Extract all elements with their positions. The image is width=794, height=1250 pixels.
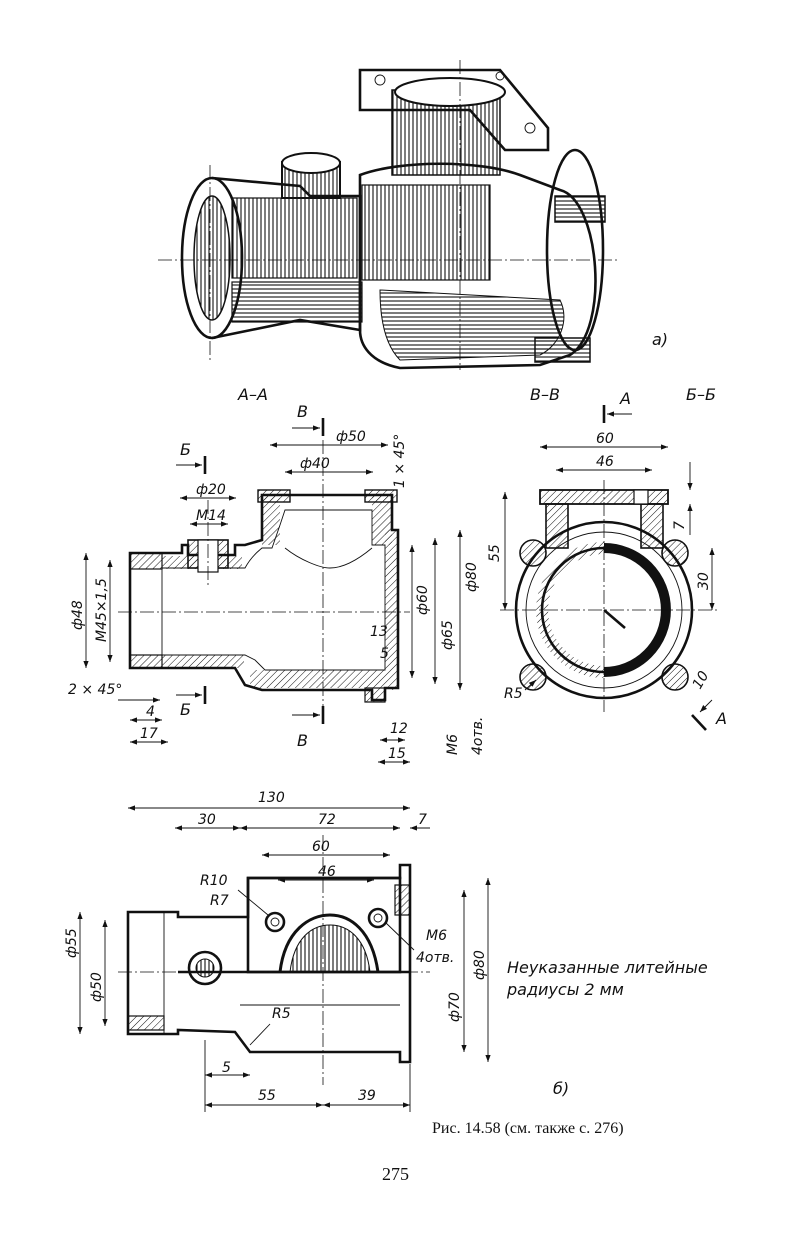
dim-12: 12 (390, 721, 408, 737)
dim-13: 13 (370, 624, 388, 640)
dim-plan-d55: ф55 (64, 928, 80, 958)
dim-plan-55: 55 (258, 1088, 276, 1104)
dim-m6: М6 (445, 734, 461, 755)
dim-chamfer-1x45: 1 × 45° (392, 434, 408, 488)
dim-d40: ф40 (300, 456, 330, 472)
dim-plan-d70: ф70 (447, 992, 463, 1022)
dim-m14: М14 (196, 508, 226, 524)
dim-bb-7: 7 (672, 521, 688, 530)
section-bb-label: Б–Б (686, 385, 716, 404)
dim-plan-d50: ф50 (89, 972, 105, 1002)
marker-b-bottom: Б (180, 700, 191, 719)
dim-5: 5 (380, 646, 389, 662)
dim-d20: ф20 (196, 482, 226, 498)
figure-caption: Рис. 14.58 (см. также с. 276) (432, 1120, 624, 1137)
dim-4: 4 (146, 704, 155, 720)
dim-plan-r7: R7 (210, 893, 229, 909)
dim-d48: ф48 (70, 600, 86, 630)
marker-b-top: Б (180, 440, 191, 459)
section-aa-drawing: В В Б Б ф50 ф40 1 × 45° ф20 М14 ф48 М45×… (68, 402, 486, 765)
dim-plan-4-holes: 4отв. (416, 950, 454, 966)
dim-d65: ф65 (440, 620, 456, 650)
dim-plan-d80: ф80 (472, 950, 488, 980)
dim-plan-130: 130 (258, 790, 285, 806)
view-a-label: a) (652, 330, 668, 349)
dim-plan-m6: М6 (426, 928, 447, 944)
dim-plan-5: 5 (222, 1060, 231, 1076)
dim-d80: ф80 (464, 562, 480, 592)
dim-m45: М45×1,5 (94, 578, 110, 642)
plan-view-drawing: 130 30 72 7 60 46 R10 R7 М6 4отв. ф55 ф5… (64, 790, 569, 1112)
casting-radius-note-line-2: радиусы 2 мм (506, 980, 624, 999)
marker-v-top: В (297, 402, 308, 421)
dim-plan-46: 46 (318, 864, 336, 880)
section-vv-label: В–В (530, 385, 560, 404)
dim-plan-39: 39 (358, 1088, 376, 1104)
dim-d60: ф60 (415, 585, 431, 615)
marker-a-top: А (619, 389, 631, 408)
dim-d50: ф50 (336, 429, 366, 445)
section-bb-drawing: А А 60 46 55 30 7 10 R5 (487, 389, 727, 731)
dim-bb-r5: R5 (504, 686, 523, 702)
dim-17: 17 (140, 726, 158, 742)
dim-plan-60: 60 (312, 839, 330, 855)
dim-plan-72: 72 (318, 812, 336, 828)
dim-plan-r10: R10 (200, 873, 228, 889)
dim-15: 15 (388, 746, 406, 762)
dim-bb-46: 46 (596, 454, 614, 470)
dim-bb-10: 10 (690, 668, 713, 692)
section-aa-label: А–А (237, 385, 268, 404)
dim-bb-55: 55 (487, 544, 503, 562)
marker-v-bottom: В (297, 731, 308, 750)
dim-plan-7: 7 (418, 812, 427, 828)
dim-plan-r5: R5 (272, 1006, 291, 1022)
dim-bb-60: 60 (596, 431, 614, 447)
casting-radius-note-line-1: Неуказанные литейные (507, 958, 708, 977)
dim-bb-30: 30 (696, 572, 712, 590)
view-b-label: б) (553, 1079, 569, 1098)
page-number: 275 (382, 1164, 409, 1184)
dim-plan-30: 30 (198, 812, 216, 828)
dim-chamfer-2x45: 2 × 45° (68, 682, 122, 698)
dim-4-holes: 4отв. (470, 717, 486, 755)
isometric-cutaway-view: a) (158, 60, 668, 370)
marker-a-bottom: А (715, 709, 727, 728)
